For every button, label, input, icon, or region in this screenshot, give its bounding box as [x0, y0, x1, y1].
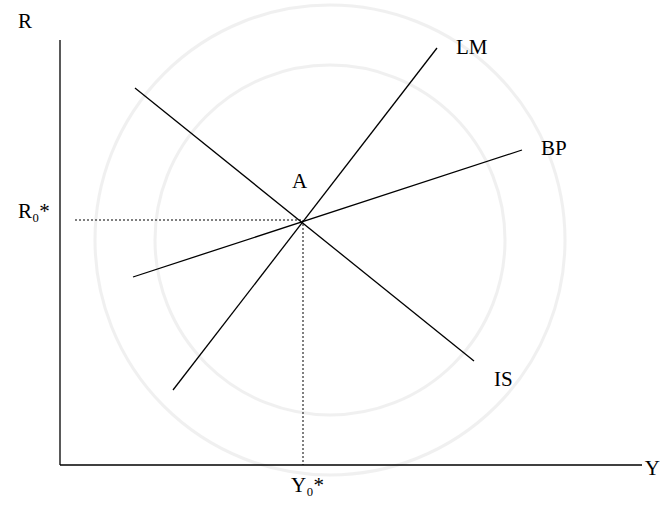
axis-label: Y	[645, 457, 660, 480]
curve-label: BP	[541, 137, 567, 160]
y-axis	[60, 464, 642, 465]
curve-label: IS	[494, 368, 513, 391]
axis-value: Y₀*	[291, 474, 324, 497]
lm-curve	[173, 48, 437, 390]
is-curve	[135, 88, 474, 361]
curve-label: LM	[456, 36, 488, 59]
axis-label: R	[18, 10, 32, 33]
point-label: A	[292, 170, 307, 193]
axis-value: R₀*	[18, 200, 50, 223]
guide-line	[75, 220, 303, 221]
watermark-seal	[95, 5, 565, 475]
guide-line	[303, 220, 304, 465]
bp-curve	[133, 150, 522, 277]
r-axis	[59, 40, 60, 465]
